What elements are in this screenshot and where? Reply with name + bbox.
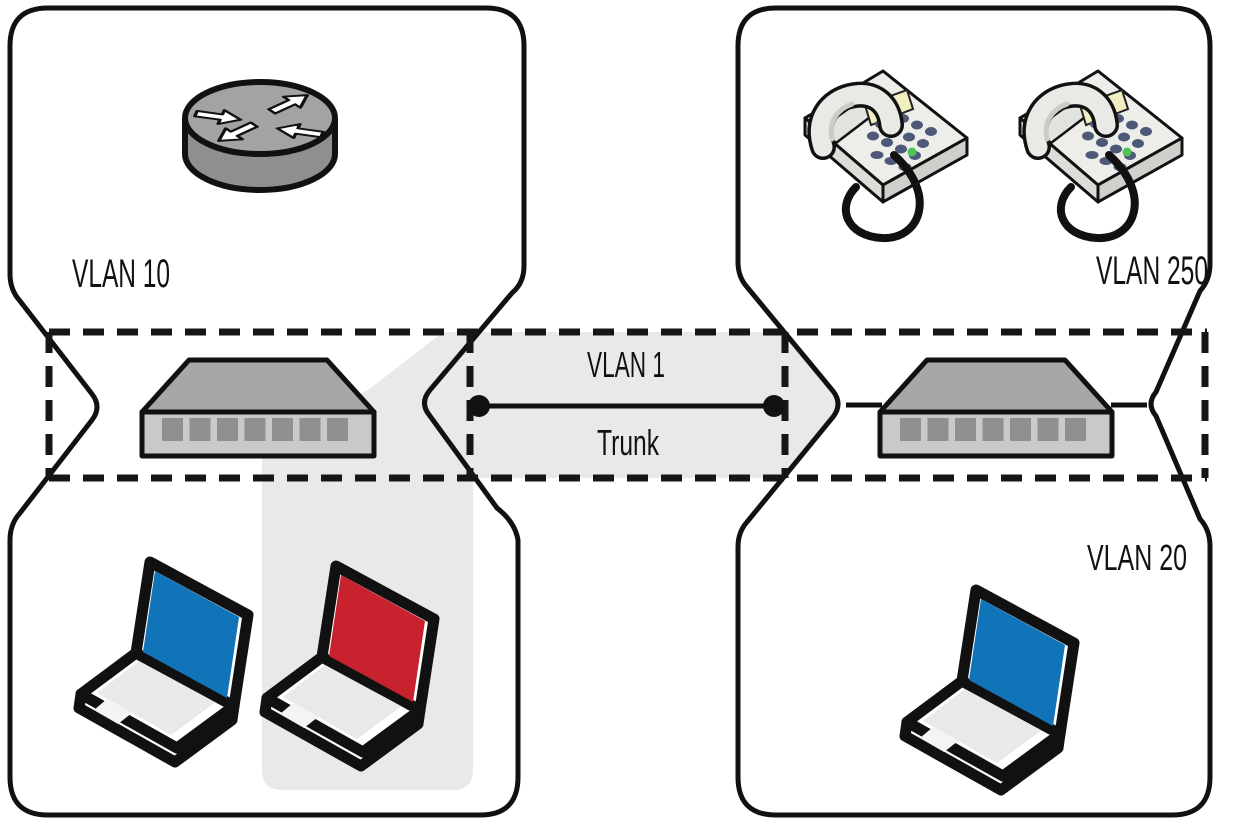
switch-icon-left (142, 360, 374, 456)
switch-icon-right (880, 360, 1112, 456)
vlan10-zone-outline (7, 5, 527, 818)
trunk-endpoint-dot (763, 395, 785, 417)
label-vlan-250: VLAN 250 (1096, 249, 1208, 293)
vlan250-zone-outline (735, 5, 1213, 818)
trunk-link (468, 395, 785, 417)
router-icon (182, 79, 338, 193)
label-vlan-20: VLAN 20 (1087, 537, 1187, 578)
trunk-endpoint-dot (468, 395, 490, 417)
label-vlan-1: VLAN 1 (587, 344, 665, 385)
label-trunk: Trunk (597, 422, 660, 463)
label-vlan-10: VLAN 10 (72, 252, 170, 296)
